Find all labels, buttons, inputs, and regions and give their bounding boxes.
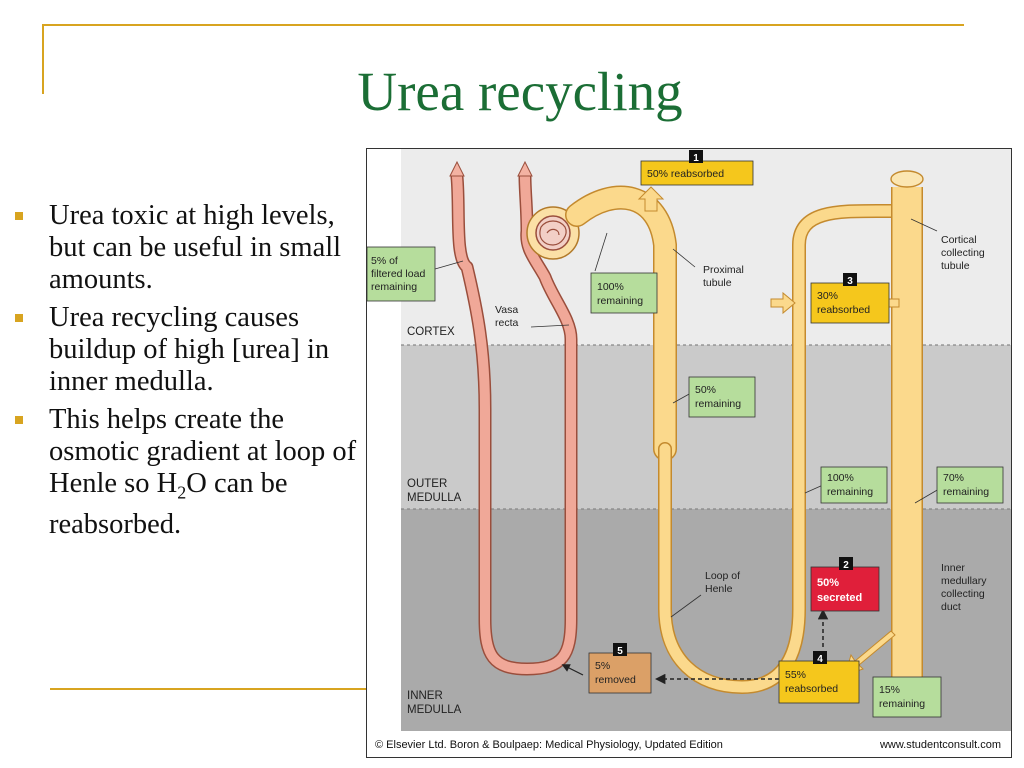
bullet-text: This helps create the osmotic gradient a… xyxy=(49,404,357,499)
bullet-item: This helps create the osmotic gradient a… xyxy=(12,404,357,541)
bullet-text: Urea toxic at high levels, but can be us… xyxy=(49,200,342,295)
bullet-text: Urea recycling causes buildup of high [u… xyxy=(49,302,330,397)
zone-label-outer: MEDULLA xyxy=(407,492,462,504)
step-2-box xyxy=(810,566,880,612)
bullet-item: Urea recycling causes buildup of high [u… xyxy=(12,302,357,398)
credit-bar xyxy=(367,731,1011,757)
callout-100-remaining-2 xyxy=(820,466,888,504)
step-2-number: 2 xyxy=(843,560,849,571)
label-loop-of-henle: Henle xyxy=(705,583,733,595)
step-2-badge xyxy=(839,557,853,570)
step-5-box xyxy=(588,652,652,694)
proximal-tubule xyxy=(566,187,676,460)
bullet-list: Urea toxic at high levels, but can be us… xyxy=(12,200,357,547)
label-vasa-recta: Vasa xyxy=(495,304,518,316)
zone-label-cortex: CORTEX xyxy=(407,326,455,338)
label-cortical-collecting: tubule xyxy=(941,260,970,272)
figure-credit-url: www.studentconsult.com xyxy=(879,739,1001,751)
bullet-text: O can be reabsorbed. xyxy=(49,468,288,540)
label-proximal-tubule: Proximal xyxy=(703,264,744,276)
bottom-rule xyxy=(50,688,368,690)
urea-recycling-figure: CORTEX OUTER MEDULLA INNER MEDULLA Vasa … xyxy=(366,148,1012,758)
label-cortical-collecting: collecting xyxy=(941,247,985,259)
slide-title: Urea recycling xyxy=(357,61,683,122)
left-rule xyxy=(42,24,44,94)
callout-text: 50% xyxy=(695,384,716,396)
step-3-badge xyxy=(843,273,857,286)
label-inner-medullary-duct: duct xyxy=(941,601,961,613)
step-1-number: 1 xyxy=(693,153,699,164)
step-4-badge xyxy=(813,651,827,664)
label-proximal-tubule: tubule xyxy=(703,277,732,289)
callout-filtered-load xyxy=(367,246,436,302)
vessel-up-arrow xyxy=(517,160,533,177)
duct-top-opening xyxy=(890,170,924,188)
step-3-number: 3 xyxy=(847,276,853,287)
step-5-text: removed xyxy=(595,674,636,686)
label-cortical-collecting: Cortical xyxy=(941,234,977,246)
label-loop-of-henle: Loop of xyxy=(705,570,740,582)
callout-text: remaining xyxy=(879,698,925,710)
zone-label-outer: OUTER xyxy=(407,478,447,490)
callout-text: 15% xyxy=(879,684,900,696)
callout-text: remaining xyxy=(695,398,741,410)
step-4-box xyxy=(778,660,860,704)
bullet-item: Urea toxic at high levels, but can be us… xyxy=(12,200,357,296)
top-rule xyxy=(42,24,964,26)
step-1-box xyxy=(640,160,754,186)
callout-text: filtered load xyxy=(371,268,425,280)
dashed-arrow xyxy=(561,664,584,676)
label-inner-medullary-duct: Inner xyxy=(941,562,965,574)
step-3-box xyxy=(810,282,890,324)
reabsorb-up-arrow xyxy=(637,186,665,212)
step-2-text: secreted xyxy=(817,592,862,604)
zone-label-inner: INNER xyxy=(407,690,443,702)
zone-label-inner: MEDULLA xyxy=(407,704,462,716)
vessel-up-arrow xyxy=(449,160,465,177)
step-5-text: 5% xyxy=(595,660,610,672)
callout-text: remaining xyxy=(827,486,873,498)
step-2-text: 50% xyxy=(817,577,839,589)
callout-15-remaining xyxy=(872,676,942,718)
label-inner-medullary-duct: medullary xyxy=(941,575,987,587)
callout-text: remaining xyxy=(371,281,417,293)
leader-lines xyxy=(434,218,940,618)
callout-text: 100% xyxy=(597,281,624,293)
glomerulus-capillaries xyxy=(539,220,567,246)
callout-text: remaining xyxy=(597,295,643,307)
step-5-number: 5 xyxy=(617,646,623,657)
step-4-text: reabsorbed xyxy=(785,683,838,695)
square-bullet-icon xyxy=(15,416,23,424)
figure-credit: © Elsevier Ltd. Boron & Boulpaep: Medica… xyxy=(375,739,723,751)
label-inner-medullary-duct: collecting xyxy=(941,588,985,600)
step-3-text: reabsorbed xyxy=(817,304,870,316)
callout-text: 5% of xyxy=(371,255,398,267)
reabsorb-in-arrow xyxy=(770,291,796,315)
vasa-recta xyxy=(452,172,576,674)
callout-100-remaining xyxy=(590,272,658,314)
step-4-number: 4 xyxy=(817,654,823,665)
callout-text: remaining xyxy=(943,486,989,498)
urea-recycling-diagram: CORTEX OUTER MEDULLA INNER MEDULLA Vasa … xyxy=(367,149,1011,757)
step-5-badge xyxy=(613,643,627,656)
step-1-badge xyxy=(689,150,703,163)
step-4-text: 55% xyxy=(785,669,806,681)
step-1-text: 50% reabsorbed xyxy=(647,168,724,180)
step-3-text: 30% xyxy=(817,290,838,302)
callout-50-remaining xyxy=(688,376,756,418)
square-bullet-icon xyxy=(15,212,23,220)
callout-text: 70% xyxy=(943,472,964,484)
square-bullet-icon xyxy=(15,314,23,322)
callout-70-remaining xyxy=(936,466,1004,504)
label-vasa-recta: recta xyxy=(495,317,519,329)
callout-text: 100% xyxy=(827,472,854,484)
subscript-two: 2 xyxy=(177,482,187,503)
